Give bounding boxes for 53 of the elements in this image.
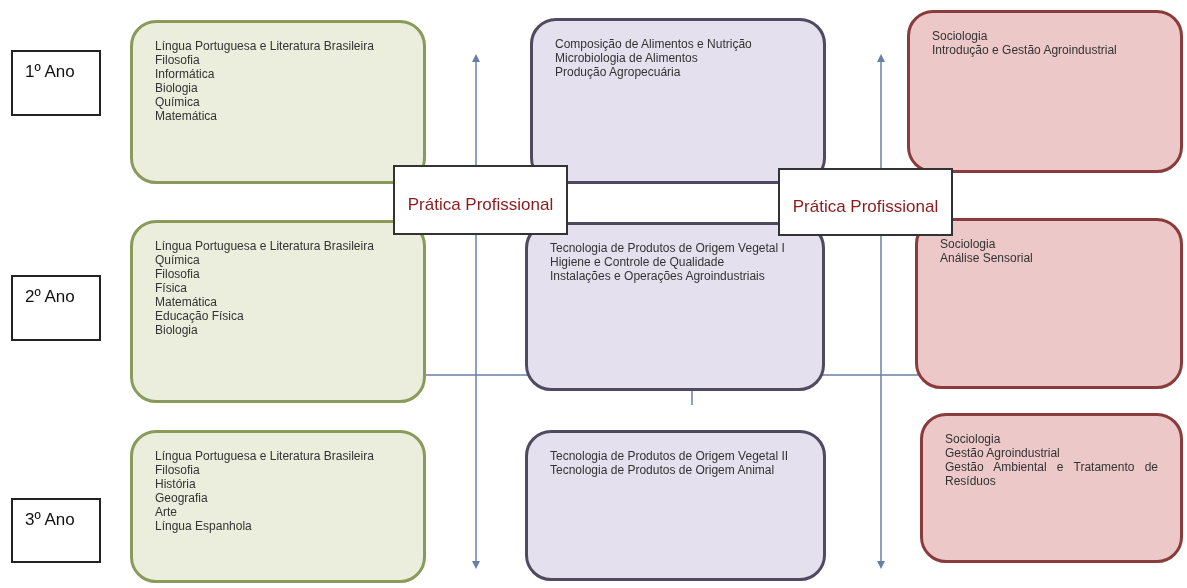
subject-text: Higiene e Controle de Qualidade <box>550 255 726 269</box>
year-label: 3º Ano <box>25 510 76 530</box>
year-label: 2º Ano <box>25 287 76 307</box>
subject-text: Língua Portuguesa e Literatura Brasileira <box>155 239 375 253</box>
practice-label: Prática Profissional <box>792 197 939 217</box>
subject-card <box>920 413 1183 563</box>
subject-text: Língua Portuguesa e Literatura Brasileira <box>155 39 375 53</box>
subject-text: Sociologia <box>940 237 997 251</box>
subject-text: Instalações e Operações Agroindustriais <box>550 269 766 283</box>
practice-label: Prática Profissional <box>407 195 554 215</box>
subject-card <box>525 222 825 391</box>
subject-text: Análise Sensorial <box>940 251 1034 265</box>
subject-text: Tecnologia de Produtos de Origem Vegetal I <box>550 241 786 255</box>
subject-text: Gestão Ambiental e Tratamento de Resíduos <box>945 460 1158 488</box>
year-box <box>11 498 101 563</box>
subject-text: História <box>155 477 197 491</box>
subject-card <box>915 218 1183 389</box>
subject-text: Introdução e Gestão Agroindustrial <box>932 43 1118 57</box>
subject-card <box>525 430 826 581</box>
practice-box <box>778 168 953 236</box>
subject-text: Composição de Alimentos e Nutrição <box>555 37 753 51</box>
year-label: 1º Ano <box>25 62 76 82</box>
subject-text: Biologia <box>155 323 199 337</box>
subject-text: Educação Física <box>155 309 245 323</box>
subject-text: Geografia <box>155 491 209 505</box>
subject-card <box>130 20 426 184</box>
subject-text: Filosofia <box>155 463 201 477</box>
subject-text: Biologia <box>155 81 199 95</box>
subject-text: Língua Espanhola <box>155 519 253 533</box>
subject-text: Física <box>155 281 188 295</box>
subject-text: Microbiologia de Alimentos <box>555 51 699 65</box>
subject-text: Tecnologia de Produtos de Origem Animal <box>550 463 776 477</box>
subject-text: Filosofia <box>155 267 201 281</box>
subject-text: Tecnologia de Produtos de Origem Vegetal II <box>550 449 790 463</box>
practice-box <box>393 165 568 235</box>
subject-text: Arte <box>155 505 178 519</box>
subject-text: Informática <box>155 67 216 81</box>
subject-text: Filosofia <box>155 53 201 67</box>
subject-text: Gestão Agroindustrial <box>945 446 1061 460</box>
subject-text: Língua Portuguesa e Literatura Brasileira <box>155 449 375 463</box>
subject-card <box>907 10 1183 173</box>
subject-text: Sociologia <box>945 432 1002 446</box>
subject-text: Matemática <box>155 109 219 123</box>
subject-text: Sociologia <box>932 29 989 43</box>
subject-text: Química <box>155 95 201 109</box>
subject-text: Química <box>155 253 201 267</box>
subject-card <box>130 430 426 583</box>
year-box <box>11 275 101 341</box>
subject-text: Produção Agropecuária <box>555 65 682 79</box>
subject-text: Matemática <box>155 295 219 309</box>
subject-card <box>530 18 826 184</box>
subject-card <box>130 220 426 403</box>
year-box <box>11 50 101 116</box>
